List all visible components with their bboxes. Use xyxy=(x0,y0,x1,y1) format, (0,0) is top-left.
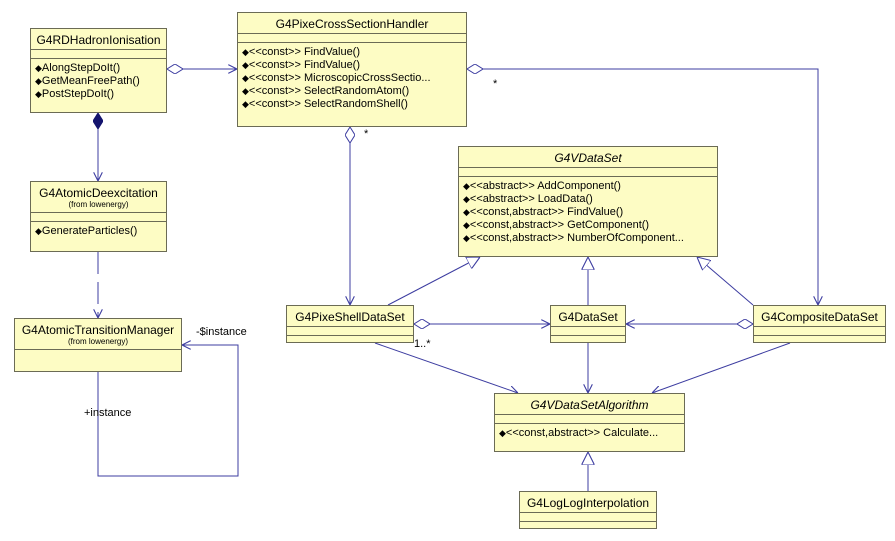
operation-compartment: ◆<<const,abstract>> Calculate... xyxy=(495,424,684,443)
attribute-compartment xyxy=(287,327,413,336)
attribute-compartment xyxy=(754,327,885,336)
attribute-compartment xyxy=(15,350,181,358)
class-name: G4LogLogInterpolation xyxy=(526,496,650,510)
multiplicity-label: * xyxy=(364,128,369,140)
class-g4logloginterpolation[interactable]: G4LogLogInterpolation xyxy=(519,491,657,529)
class-g4vdataset[interactable]: G4VDataSet ◆<<abstract>> AddComponent() … xyxy=(458,146,718,257)
class-name: G4RDHadronIonisation xyxy=(36,33,161,47)
attribute-compartment xyxy=(520,513,656,522)
composite-algorithm-link xyxy=(652,342,791,393)
class-name: G4DataSet xyxy=(558,310,618,324)
class-name: G4CompositeDataSet xyxy=(761,310,878,324)
multiplicity-label: * xyxy=(493,78,498,90)
class-g4atomictransitionmanager[interactable]: G4AtomicTransitionManager (from lowenerg… xyxy=(14,318,182,372)
composite-inherits-vdataset xyxy=(697,257,754,306)
class-name: G4PixeShellDataSet xyxy=(295,310,405,324)
class-name: G4VDataSet xyxy=(554,151,622,165)
attribute-compartment xyxy=(31,50,166,59)
shell-algorithm-link xyxy=(374,342,518,393)
operation-compartment: ◆<<const>> FindValue() ◆<<const>> FindVa… xyxy=(238,43,466,114)
attribute-compartment xyxy=(495,415,684,424)
class-g4dataset[interactable]: G4DataSet xyxy=(550,305,626,343)
role-label: +instance xyxy=(84,407,132,419)
operation: ◆GetMeanFreePath() xyxy=(35,75,140,87)
attribute-compartment xyxy=(551,327,625,336)
class-g4pixecrosssectionhandler[interactable]: G4PixeCrossSectionHandler ◆<<const>> Fin… xyxy=(237,12,467,127)
package-label: (from lowenergy) xyxy=(68,200,129,209)
class-g4rdhadronionisation[interactable]: G4RDHadronIonisation ◆AlongStepDoIt() ◆G… xyxy=(30,28,167,113)
class-name: G4PixeCrossSectionHandler xyxy=(275,17,429,31)
operation: ◆<<abstract>> AddComponent() xyxy=(463,180,621,192)
operation: ◆GenerateParticles() xyxy=(35,225,138,237)
class-name: G4VDataSetAlgorithm xyxy=(530,398,649,412)
class-header: G4DataSet xyxy=(551,306,625,327)
operation: ◆<<const,abstract>> NumberOfComponent... xyxy=(463,232,684,244)
operation: ◆<<const>> SelectRandomShell() xyxy=(242,98,408,110)
class-header: G4PixeCrossSectionHandler xyxy=(238,13,466,34)
class-header: G4RDHadronIonisation xyxy=(31,29,166,50)
class-header: G4LogLogInterpolation xyxy=(520,492,656,513)
class-header: G4AtomicDeexcitation (from lowenergy) xyxy=(31,182,166,213)
operation: ◆<<const>> MicroscopicCrossSectio... xyxy=(242,72,431,84)
package-label: (from lowenergy) xyxy=(67,337,128,346)
class-header: G4PixeShellDataSet xyxy=(287,306,413,327)
operation-compartment: ◆<<abstract>> AddComponent() ◆<<abstract… xyxy=(459,177,717,248)
shell-inherits-vdataset xyxy=(387,257,480,306)
class-g4atomicdeexcitation[interactable]: G4AtomicDeexcitation (from lowenergy) ◆G… xyxy=(30,181,167,252)
operation: ◆<<const,abstract>> Calculate... xyxy=(499,427,659,439)
operation-compartment: ◆GenerateParticles() xyxy=(31,222,166,241)
class-g4pixeshelldataset[interactable]: G4PixeShellDataSet xyxy=(286,305,414,343)
operation: ◆PostStepDoIt() xyxy=(35,88,115,100)
class-g4compositedataset[interactable]: G4CompositeDataSet xyxy=(753,305,886,343)
operation-compartment: ◆AlongStepDoIt() ◆GetMeanFreePath() ◆Pos… xyxy=(31,59,166,104)
attribute-compartment xyxy=(459,168,717,177)
attribute-compartment xyxy=(238,34,466,43)
operation: ◆<<const,abstract>> FindValue() xyxy=(463,206,624,218)
operation: ◆<<abstract>> LoadData() xyxy=(463,193,593,205)
class-header: G4CompositeDataSet xyxy=(754,306,885,327)
role-label: -$instance xyxy=(196,326,247,338)
class-g4vdatasetalgorithm[interactable]: G4VDataSetAlgorithm ◆<<const,abstract>> … xyxy=(494,393,685,452)
operation: ◆<<const>> FindValue() xyxy=(242,59,361,71)
class-header: G4AtomicTransitionManager (from lowenerg… xyxy=(15,319,181,350)
multiplicity-label: 1..* xyxy=(414,338,431,350)
class-name: G4AtomicDeexcitation xyxy=(39,186,158,200)
operation: ◆<<const,abstract>> GetComponent() xyxy=(463,219,650,231)
class-name: G4AtomicTransitionManager xyxy=(21,323,175,337)
attribute-compartment xyxy=(31,213,166,222)
class-header: G4VDataSetAlgorithm xyxy=(495,394,684,415)
class-header: G4VDataSet xyxy=(459,147,717,168)
operation: ◆AlongStepDoIt() xyxy=(35,62,121,74)
operation: ◆<<const>> SelectRandomAtom() xyxy=(242,85,410,97)
operation: ◆<<const>> FindValue() xyxy=(242,46,361,58)
